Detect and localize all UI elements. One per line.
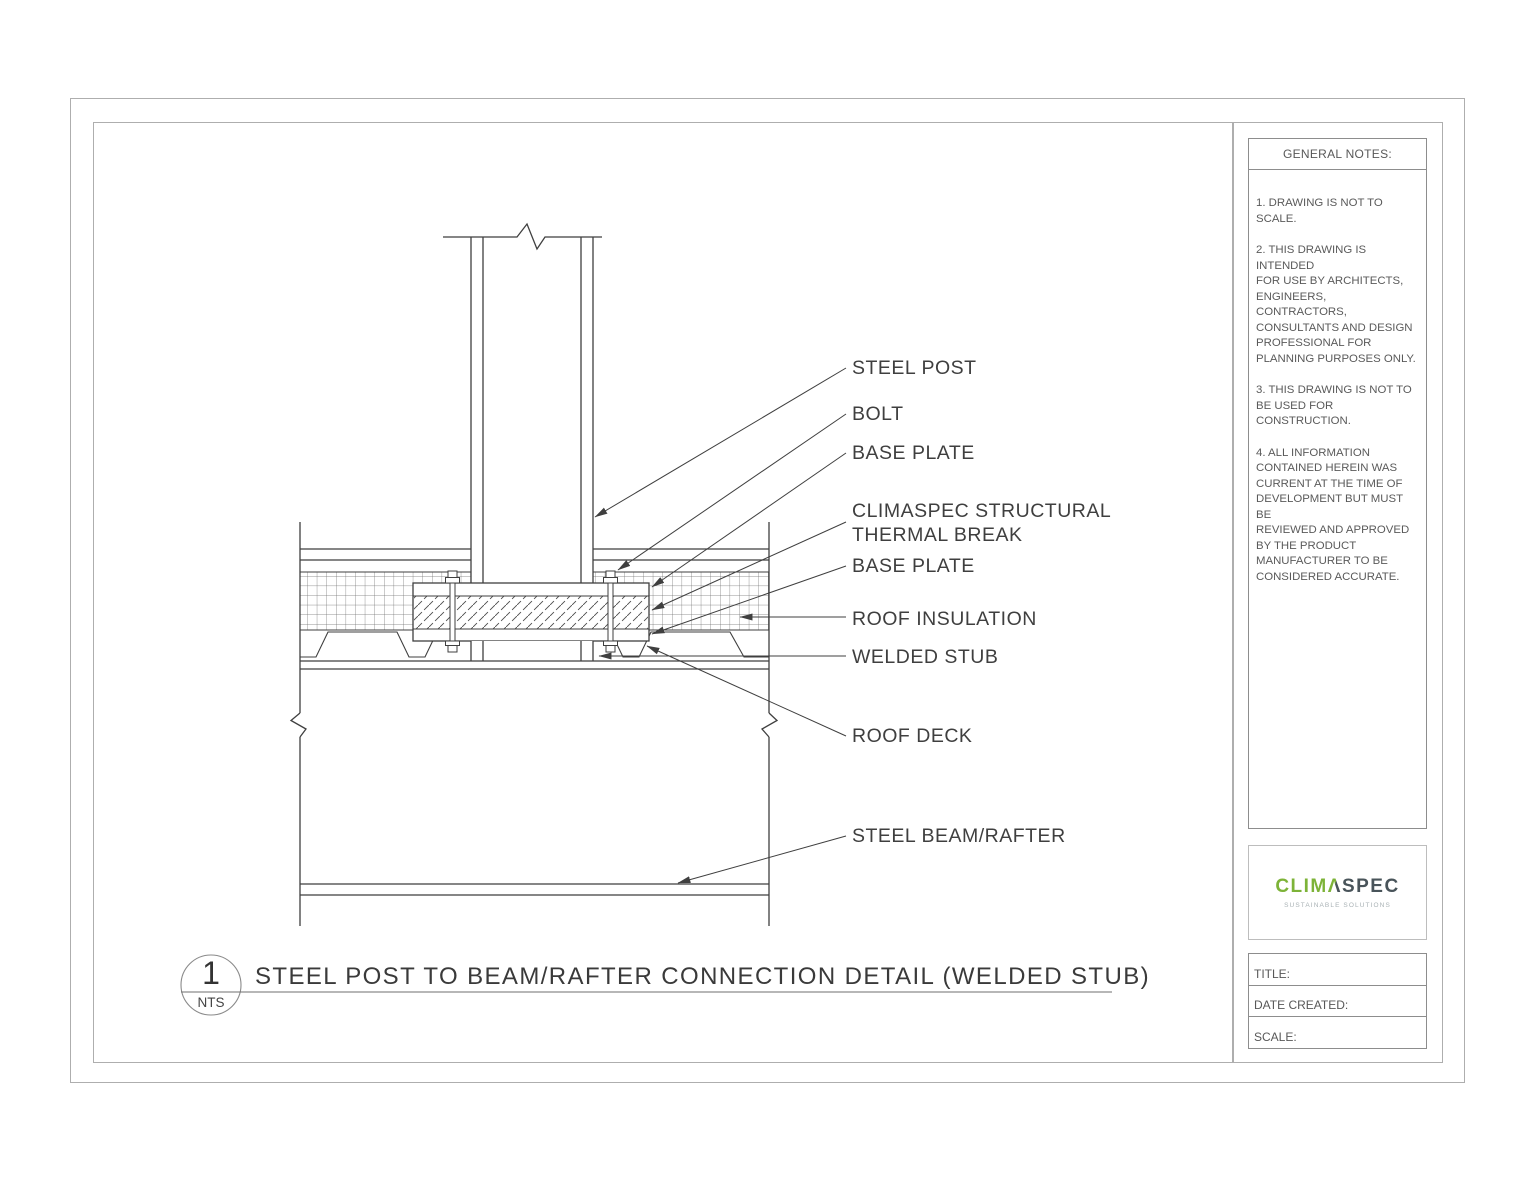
label-roof-insulation: ROOF INSULATION [852, 608, 1037, 630]
title-block: TITLE: DATE CREATED: SCALE: [1248, 953, 1427, 1049]
logo-part-dark: SPEC [1341, 875, 1400, 897]
label-thermal-break: CLIMASPEC STRUCTURAL THERMAL BREAK [852, 500, 1112, 546]
title-block-title-row: TITLE: [1249, 954, 1426, 985]
general-notes-header: GENERAL NOTES: [1249, 139, 1426, 170]
sidebar-divider [1232, 122, 1234, 1063]
detail-scale-nts: NTS [197, 995, 225, 1010]
title-label: TITLE: [1254, 966, 1291, 981]
label-welded-stub: WELDED STUB [852, 646, 999, 668]
note-4: 4. ALL INFORMATION CONTAINED HEREIN WAS … [1256, 446, 1410, 583]
logo-box: CLIMΛSPEC SUSTAINABLE SOLUTIONS [1248, 845, 1427, 940]
detail-title: STEEL POST TO BEAM/RAFTER CONNECTION DET… [255, 963, 1151, 990]
title-block-date-row: DATE CREATED: [1249, 984, 1426, 1017]
label-base-plate-top: BASE PLATE [852, 442, 975, 464]
label-base-plate-bottom: BASE PLATE [852, 555, 975, 577]
note-1: 1. DRAWING IS NOT TO SCALE. [1256, 197, 1383, 225]
note-2: 2. THIS DRAWING IS INTENDED FOR USE BY A… [1256, 244, 1416, 365]
label-roof-deck: ROOF DECK [852, 725, 973, 747]
logo-part-lambda: Λ [1327, 875, 1342, 897]
detail-number: 1 [202, 955, 220, 991]
date-created-label: DATE CREATED: [1254, 998, 1349, 1013]
logo-part-green: CLIM [1275, 875, 1328, 897]
general-notes-box: GENERAL NOTES: 1. DRAWING IS NOT TO SCAL… [1248, 138, 1427, 829]
logo-tagline: SUSTAINABLE SOLUTIONS [1284, 901, 1391, 909]
label-steel-post: STEEL POST [852, 357, 977, 379]
outer-border [70, 98, 1465, 1083]
label-bolt: BOLT [852, 403, 904, 425]
note-3: 3. THIS DRAWING IS NOT TO BE USED FOR CO… [1256, 384, 1412, 427]
label-steel-beam: STEEL BEAM/RAFTER [852, 825, 1066, 847]
climaspec-logo: CLIMΛSPEC [1275, 875, 1400, 897]
inner-border [93, 122, 1443, 1063]
title-block-scale-row: SCALE: [1249, 1016, 1426, 1048]
general-notes-body: 1. DRAWING IS NOT TO SCALE. 2. THIS DRAW… [1249, 170, 1426, 585]
scale-label: SCALE: [1254, 1030, 1297, 1045]
